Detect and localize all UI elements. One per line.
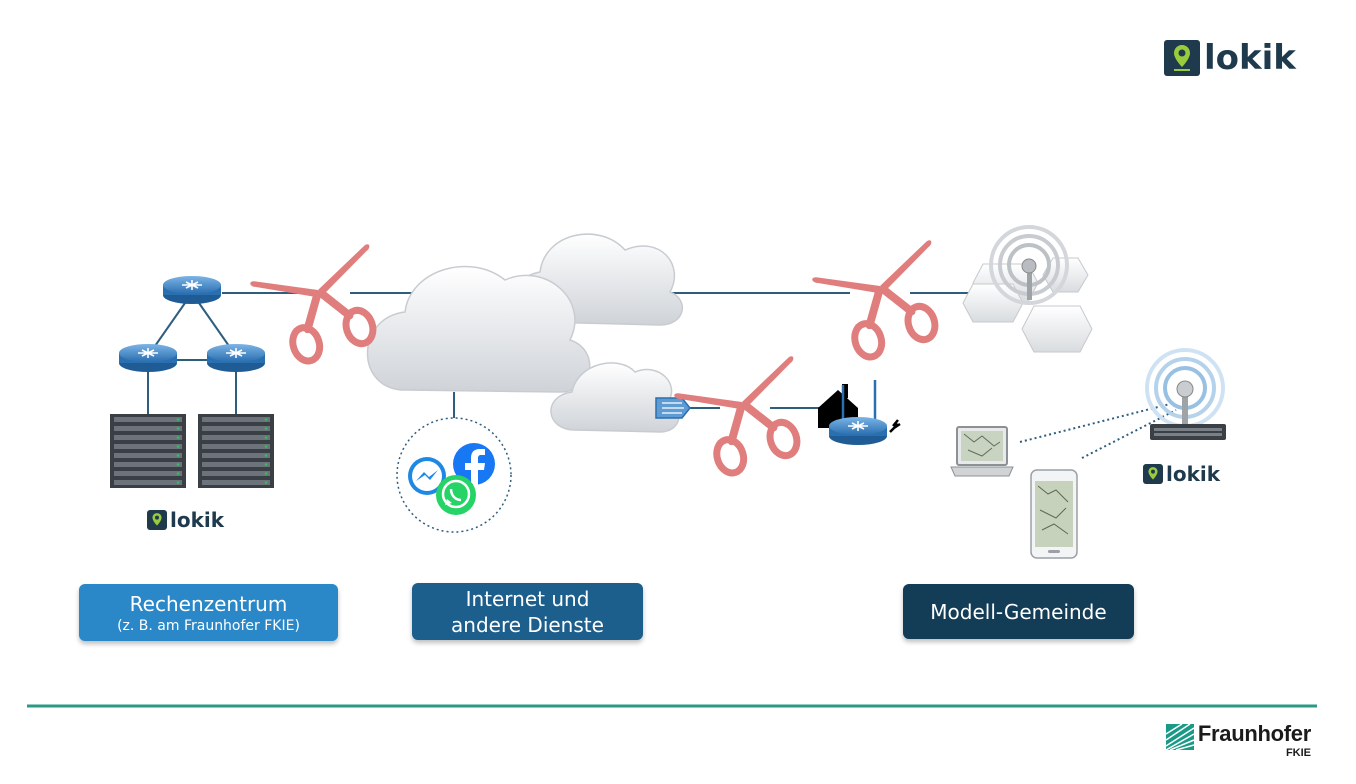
map-pin-icon (1164, 40, 1200, 76)
antenna-icon (989, 225, 1069, 305)
lokik-logo-datacenter: lokik (147, 508, 224, 532)
laptop-icon (950, 426, 1014, 477)
cloud-icon (366, 265, 591, 393)
fraunhofer-logo: Fraunhofer FKIE (1165, 721, 1311, 760)
lokik-logo-text: lokik (1204, 38, 1296, 78)
router-icon (206, 343, 266, 373)
scissors-icon (674, 356, 822, 483)
internet-line2: andere Dienste (451, 612, 604, 637)
router-icon (118, 343, 178, 373)
fraunhofer-mark-icon (1165, 724, 1194, 750)
internet-label: Internet und andere Dienste (412, 583, 643, 640)
community-title: Modell-Gemeinde (930, 599, 1107, 624)
router-icon (828, 380, 901, 446)
server-rack-icon (110, 414, 186, 488)
community-label: Modell-Gemeinde (903, 584, 1134, 639)
internet-line1: Internet und (465, 586, 590, 611)
lokik-logo-top: lokik (1164, 38, 1296, 78)
scissors-icon (812, 240, 960, 367)
lokik-logo-text: lokik (1166, 462, 1221, 486)
lokik-logo-text: lokik (170, 508, 225, 532)
server-rack-icon (198, 414, 274, 488)
plug-icon (655, 397, 691, 419)
wireless-links (1019, 403, 1177, 459)
map-pin-icon (147, 510, 167, 530)
base-station-device (1150, 424, 1226, 440)
datacenter-subtitle: (z. B. am Fraunhofer FKIE) (117, 617, 300, 634)
facebook-icon (453, 443, 495, 486)
map-pin-icon (1143, 464, 1163, 484)
smartphone-icon (1030, 469, 1078, 559)
fraunhofer-unit: FKIE (1285, 747, 1311, 759)
datacenter-label: Rechenzentrum (z. B. am Fraunhofer FKIE) (79, 584, 338, 641)
whatsapp-icon (436, 475, 476, 515)
datacenter-title: Rechenzentrum (129, 591, 288, 616)
lokik-logo-station: lokik (1143, 462, 1220, 486)
antenna-icon (1145, 348, 1225, 428)
router-icon (162, 275, 222, 305)
messenger-icon (408, 457, 446, 495)
fraunhofer-name: Fraunhofer (1197, 721, 1311, 746)
